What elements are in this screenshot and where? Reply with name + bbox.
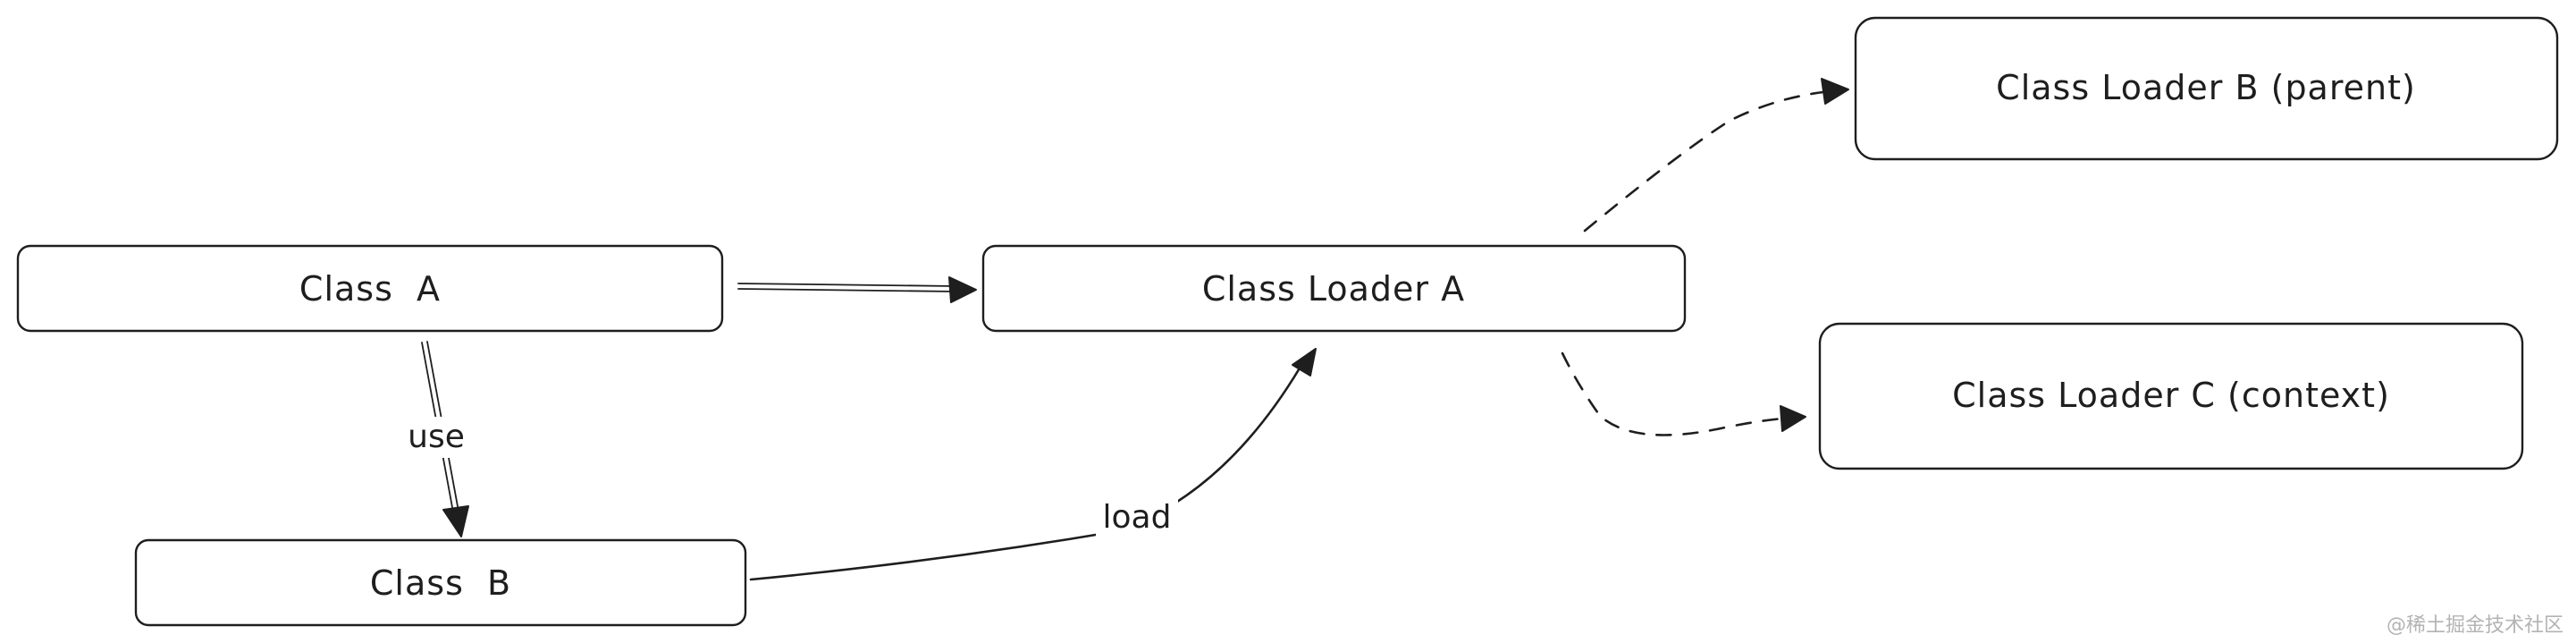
edge-label-background [1096,495,1178,538]
edge-class-a-to-class-b: use [399,341,474,537]
node-class-loader-a-box [981,244,1687,333]
edge-label-background [399,417,474,458]
node-class-a-label: Class A [299,269,441,309]
node-class-loader-b[interactable]: Class Loader B (parent) [1854,16,2559,161]
edge-arrowhead [1780,405,1806,432]
edge-arrowhead [1821,78,1849,105]
node-class-loader-a-label: Class Loader A [1202,269,1465,309]
node-class-loader-c-box [1818,322,2524,470]
watermark-text: @稀土掘金技术社区 [2386,614,2563,637]
node-class-a-box [16,244,724,333]
edge-class-b-to-class-loader-a: load [749,348,1317,581]
edge-arrowhead [442,505,469,537]
edge-class-a-to-class-loader-a [737,276,977,303]
edge-curve [1583,90,1825,233]
edge-curve [1561,351,1785,436]
node-class-loader-c-label: Class Loader C (context) [1952,376,2390,415]
edge-class-loader-a-to-class-loader-b [1583,78,1849,233]
node-class-a[interactable]: Class A [16,244,724,333]
edge-label-load: load [1103,499,1172,536]
node-class-loader-b-box [1854,16,2559,161]
node-class-b-box [134,538,747,627]
node-class-loader-a[interactable]: Class Loader A [981,244,1687,333]
edge-curve [749,365,1302,581]
edge-arrowhead [1292,348,1317,376]
edge-arrowhead [948,276,977,303]
edge-class-loader-a-to-class-loader-c [1561,351,1806,436]
node-class-loader-b-label: Class Loader B (parent) [1996,68,2416,107]
node-class-b[interactable]: Class B [134,538,747,627]
edge-line-b [737,288,957,292]
node-class-loader-c[interactable]: Class Loader C (context) [1818,322,2524,470]
edge-line-a [737,283,957,287]
node-class-b-label: Class B [370,563,511,603]
edge-label-use: use [408,419,465,455]
